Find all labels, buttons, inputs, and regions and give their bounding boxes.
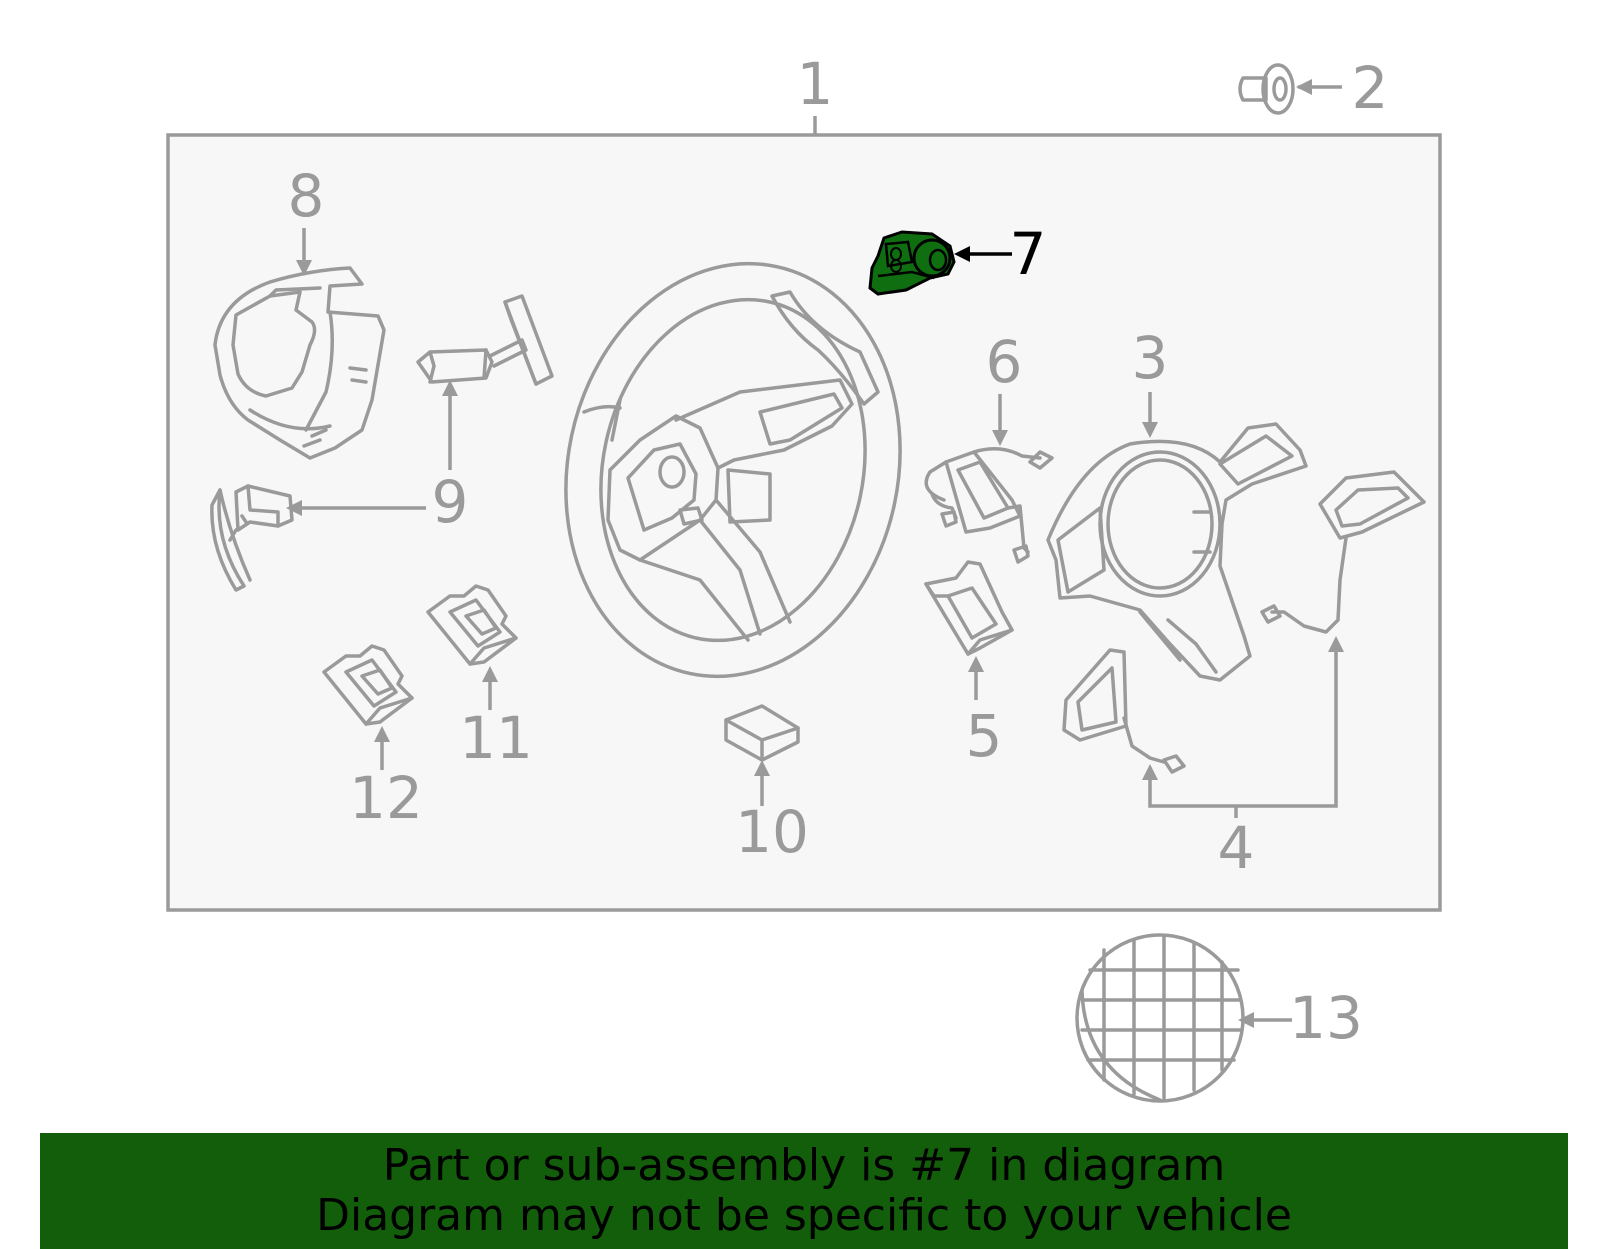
callout-8: 8 xyxy=(288,162,325,230)
leader-6 xyxy=(992,394,1008,446)
leader-8 xyxy=(296,228,312,276)
leader-7 xyxy=(954,246,1012,262)
part-10-block[interactable] xyxy=(724,704,800,762)
part-3-cover[interactable] xyxy=(1046,422,1308,682)
part-11-switch[interactable] xyxy=(426,584,518,666)
leader-12 xyxy=(374,726,390,770)
leader-3 xyxy=(1142,392,1158,438)
callout-2: 2 xyxy=(1352,54,1389,122)
callout-1: 1 xyxy=(797,50,834,118)
part-6-switch-harness[interactable] xyxy=(924,447,1054,564)
callout-10: 10 xyxy=(735,798,809,866)
part-12-switch[interactable] xyxy=(322,644,414,726)
banner-line-1: Part or sub-assembly is #7 in diagram xyxy=(382,1140,1226,1191)
part-5-switch[interactable] xyxy=(924,560,1014,656)
part-8-cover[interactable] xyxy=(213,266,386,460)
part-9-paddle-left[interactable] xyxy=(210,484,294,592)
callout-4: 4 xyxy=(1218,814,1255,882)
callout-11: 11 xyxy=(459,704,533,772)
part-13-emblem[interactable] xyxy=(1075,933,1245,1103)
callout-7: 7 xyxy=(1010,220,1047,288)
info-banner: Part or sub-assembly is #7 in diagram Di… xyxy=(40,1133,1568,1249)
leader-5 xyxy=(968,656,984,700)
leader-13 xyxy=(1238,1012,1292,1028)
callout-9: 9 xyxy=(432,468,469,536)
leader-11 xyxy=(482,666,498,710)
leader-9 xyxy=(286,380,458,516)
assembly-panel xyxy=(166,133,1442,912)
callout-6: 6 xyxy=(986,328,1023,396)
part-7-highlighted[interactable] xyxy=(868,230,956,296)
banner-line-2: Diagram may not be specific to your vehi… xyxy=(316,1190,1292,1241)
callout-13: 13 xyxy=(1289,984,1363,1052)
leader-4 xyxy=(1142,636,1344,818)
part-4-switch-right[interactable] xyxy=(1260,470,1426,634)
leader-2 xyxy=(1296,79,1342,95)
leader-10 xyxy=(754,760,770,806)
steering-wheel[interactable] xyxy=(528,232,937,708)
callout-12: 12 xyxy=(349,764,423,832)
callout-3: 3 xyxy=(1132,324,1169,392)
part-2-screw[interactable] xyxy=(1238,63,1295,115)
part-9-paddle-right[interactable] xyxy=(416,294,554,386)
part-4-switch-left[interactable] xyxy=(1062,648,1186,774)
callout-5: 5 xyxy=(966,702,1003,770)
